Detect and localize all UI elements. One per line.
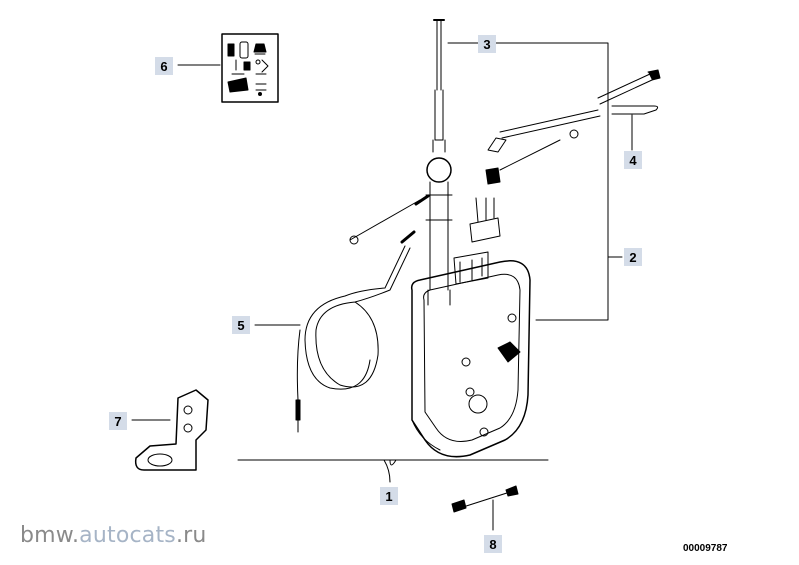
part-5-callout[interactable]: 5 bbox=[232, 316, 250, 334]
short-cable bbox=[451, 485, 519, 513]
connector-plug bbox=[469, 197, 501, 243]
bracket bbox=[134, 389, 209, 471]
document-number: 00009787 bbox=[683, 543, 728, 554]
part-3-callout[interactable]: 3 bbox=[478, 35, 496, 53]
part-2-callout[interactable]: 2 bbox=[624, 248, 642, 266]
antenna-mast bbox=[432, 19, 446, 153]
watermark-suffix: .ru bbox=[175, 523, 207, 548]
part-4-callout[interactable]: 4 bbox=[624, 151, 642, 169]
antenna-cable bbox=[295, 230, 416, 433]
leader-lines bbox=[131, 42, 633, 531]
motor-housing bbox=[410, 251, 531, 458]
part-7-callout[interactable]: 7 bbox=[109, 412, 127, 430]
part-1-callout[interactable]: 1 bbox=[380, 487, 398, 505]
watermark-accent: autocats bbox=[79, 523, 176, 548]
site-watermark: bmw.autocats.ru bbox=[20, 523, 207, 548]
antenna-tube bbox=[425, 157, 453, 306]
watermark-prefix: bmw. bbox=[20, 523, 80, 548]
wiring-harness bbox=[349, 69, 661, 245]
part-8-callout[interactable]: 8 bbox=[484, 535, 502, 553]
clip bbox=[611, 105, 659, 115]
part-6-callout[interactable]: 6 bbox=[155, 57, 173, 75]
small-parts-kit bbox=[221, 33, 279, 103]
